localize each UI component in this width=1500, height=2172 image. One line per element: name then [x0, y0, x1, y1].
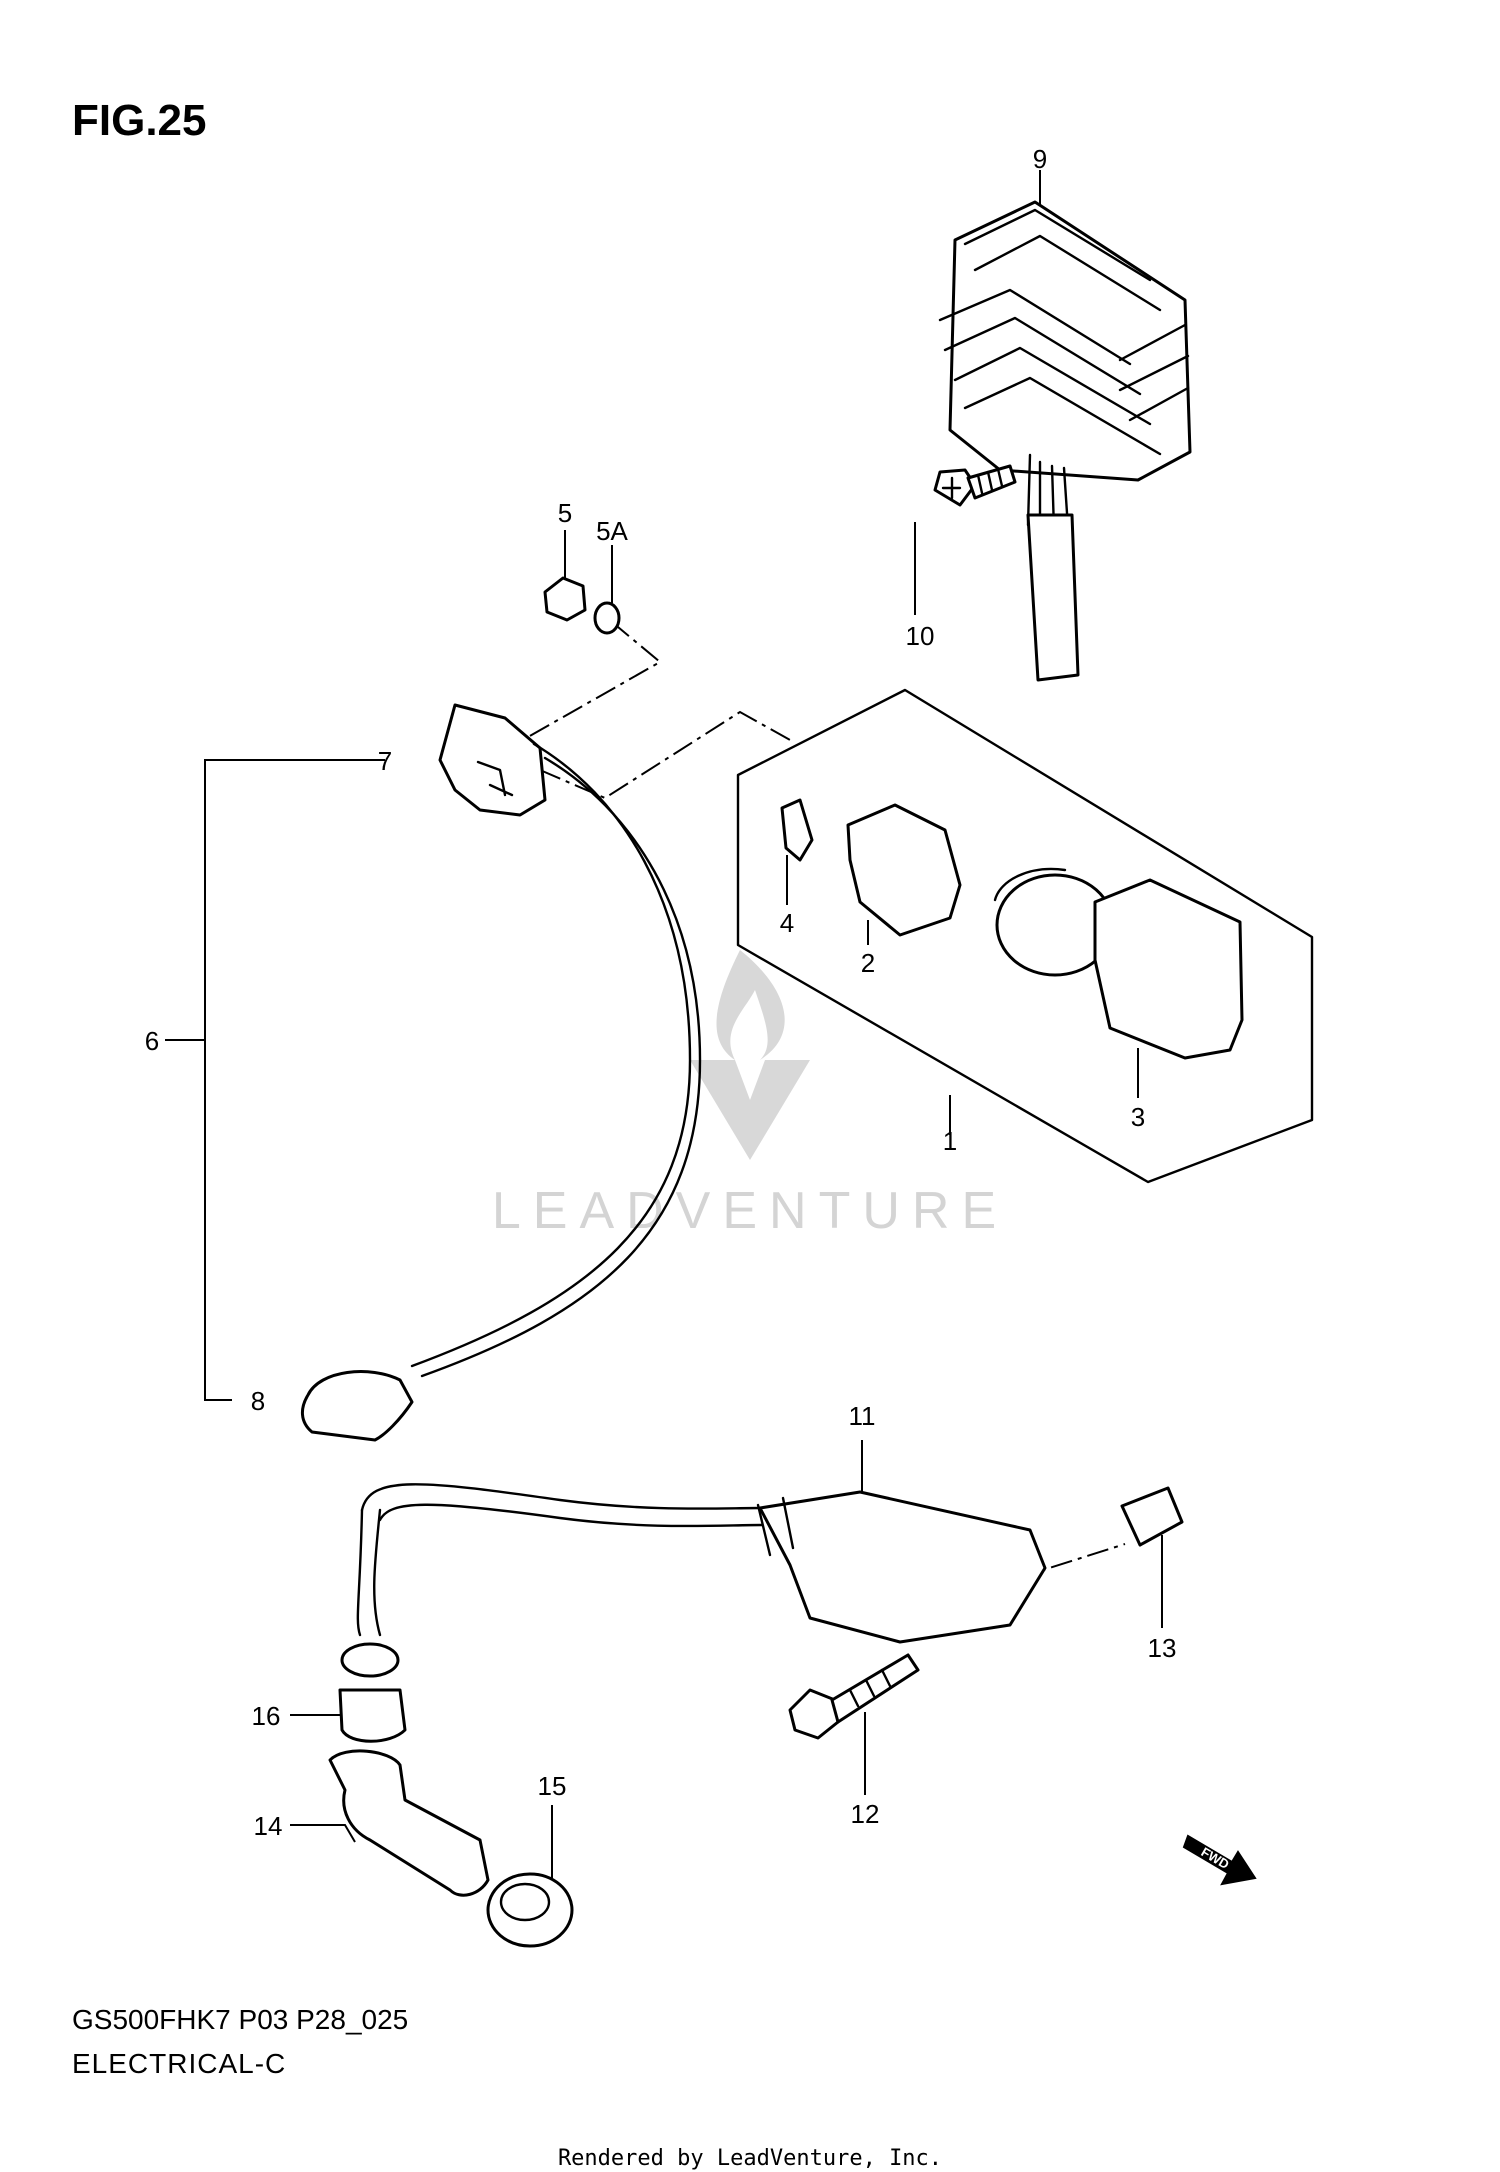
callout-10: 10	[906, 621, 935, 651]
plug-cap-part-7	[438, 703, 547, 817]
assembly-line-nut	[527, 621, 662, 738]
washer-part-5a	[593, 601, 621, 635]
callout-6: 6	[145, 1026, 159, 1056]
starter-relay-box	[736, 688, 1314, 1184]
plug-cap-part-14	[328, 1749, 490, 1897]
assembly-bracket-6	[204, 759, 385, 1401]
regulator-rectifier	[938, 200, 1192, 682]
callout-3: 3	[1131, 1102, 1145, 1132]
ignition-coil-part-11	[356, 1483, 1047, 1644]
relay-cover-part-3	[1093, 878, 1244, 1060]
callout-9: 9	[1033, 144, 1047, 174]
callout-5: 5	[558, 498, 572, 528]
callout-13: 13	[1148, 1633, 1177, 1663]
leader-14	[290, 1824, 356, 1843]
callout-5a: 5A	[596, 516, 628, 546]
forward-arrow-icon: FWD	[1182, 1834, 1257, 1886]
watermark-logo	[690, 950, 810, 1160]
fuse-part-4	[780, 798, 814, 862]
plug-cap-part-8	[301, 1370, 414, 1442]
figure-title: FIG.25	[72, 96, 207, 145]
section-code: ELECTRICAL-C	[72, 2048, 287, 2079]
model-code: GS500FHK7 P03 P28_025	[72, 2004, 409, 2035]
callout-11: 11	[849, 1401, 876, 1431]
bolt-part-12	[788, 1653, 920, 1740]
callout-1: 1	[943, 1126, 957, 1156]
nut-part-5	[543, 576, 587, 622]
collar-part-13	[1120, 1486, 1184, 1547]
relay-base-part-2	[846, 803, 962, 937]
high-tension-lead	[410, 742, 702, 1378]
seal-part-15	[486, 1872, 574, 1948]
callout-15: 15	[538, 1771, 567, 1801]
callout-16: 16	[252, 1701, 281, 1731]
bolt-part-10	[933, 464, 1017, 507]
grommet-part-16	[338, 1642, 407, 1743]
render-credit: Rendered by LeadVenture, Inc.	[557, 2146, 943, 2171]
callout-8: 8	[251, 1386, 265, 1416]
callout-4: 4	[780, 908, 794, 938]
callout-7: 7	[378, 746, 392, 776]
callout-14: 14	[254, 1811, 283, 1841]
watermark-text: LEADVENTURE	[492, 1182, 1008, 1240]
callout-12: 12	[851, 1799, 880, 1829]
callout-2: 2	[861, 948, 875, 978]
assembly-line-relay	[539, 710, 791, 800]
